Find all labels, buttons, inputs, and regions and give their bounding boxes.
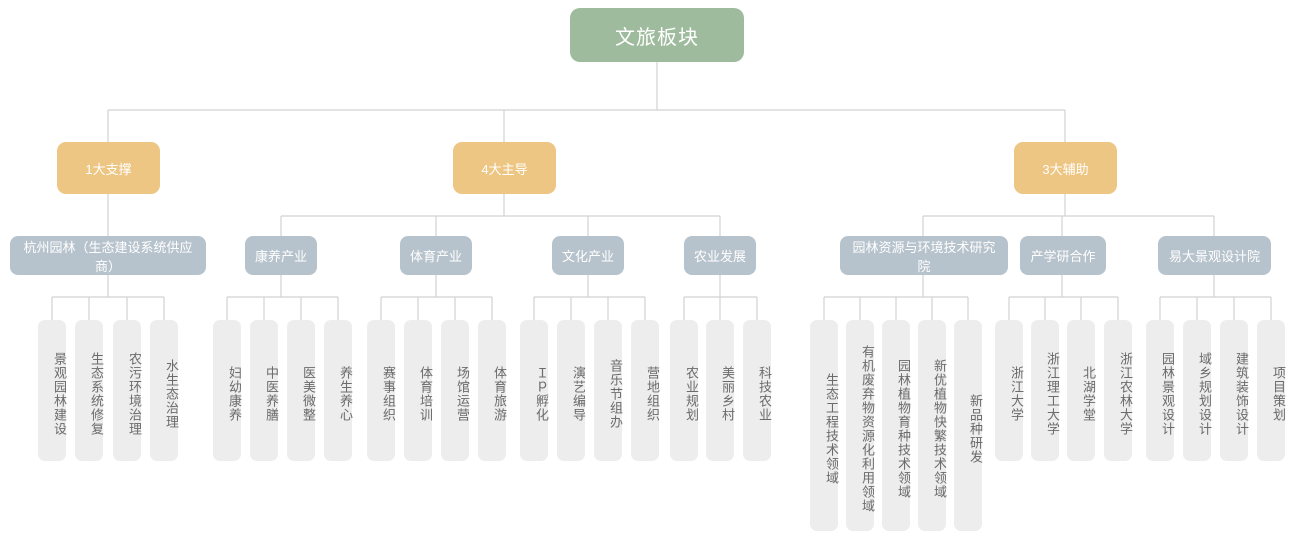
level2-node-3da-fuzhu[interactable]: 3大辅助 <box>1014 142 1117 194</box>
leaf-yimei-weizheng[interactable]: 医美微整 <box>287 320 316 461</box>
leaf-zhejiang-daxue[interactable]: 浙江大学 <box>995 320 1024 461</box>
root-node-wenlv-sector[interactable]: 文旅板块 <box>570 8 744 62</box>
level3-node-hangzhou-yuanlin[interactable]: 杭州园林（生态建设系统供应商） <box>10 236 206 275</box>
leaf-xinyou-zhiwu-kuaifan-jishu-lingyu[interactable]: 新优植物快繁技术领域 <box>918 320 947 531</box>
leaf-yangsheng-yangxin[interactable]: 养生养心 <box>324 320 353 461</box>
leaf-meili-xiangcun[interactable]: 美丽乡村 <box>706 320 735 461</box>
level2-node-1da-zhicheng[interactable]: 1大支撑 <box>57 142 160 194</box>
level3-node-yida-jingguan[interactable]: 易大景观设计院 <box>1158 236 1271 275</box>
leaf-yuanlin-zhiwu-yuzhong-jishu-lingyu[interactable]: 园林植物育种技术领域 <box>882 320 911 531</box>
leaf-yuanlin-jingguan-sheji[interactable]: 园林景观设计 <box>1146 320 1175 461</box>
leaf-yingdi-zuzhi[interactable]: 营地组织 <box>631 320 660 461</box>
leaf-xiangmu-cehua[interactable]: 项目策划 <box>1257 320 1286 461</box>
leaf-yanyi-biandao[interactable]: 演艺编导 <box>557 320 586 461</box>
leaf-jingguan-yuanlin-jianshe[interactable]: 景观园林建设 <box>38 320 67 461</box>
level3-node-wenhua-chanye[interactable]: 文化产业 <box>552 236 624 275</box>
leaf-youji-feiqiwu-ziyuanhua-liyong-lingyu[interactable]: 有机废弃物资源化利用领域 <box>846 320 875 531</box>
level3-node-yuanlin-yanjiuyuan[interactable]: 园林资源与环境技术研究院 <box>840 236 1008 275</box>
leaf-beihu-xuetang[interactable]: 北湖学堂 <box>1067 320 1096 461</box>
leaf-nongye-guihua[interactable]: 农业规划 <box>670 320 699 461</box>
leaf-jianzhu-zhuangshi-sheji[interactable]: 建筑装饰设计 <box>1220 320 1249 461</box>
leaf-tiyu-peixun[interactable]: 体育培训 <box>404 320 433 461</box>
leaf-saishi-zuzhi[interactable]: 赛事组织 <box>367 320 396 461</box>
leaf-nongwu-huanjing-zhili[interactable]: 农污环境治理 <box>113 320 142 461</box>
level3-node-kangyang-chanye[interactable]: 康养产业 <box>245 236 317 275</box>
leaf-shengtai-xitong-xiufu[interactable]: 生态系统修复 <box>75 320 104 461</box>
leaf-changguan-yunying[interactable]: 场馆运营 <box>441 320 470 461</box>
level3-node-chanxueyan-hezuo[interactable]: 产学研合作 <box>1020 236 1106 275</box>
leaf-ip-fuhua[interactable]: Ｉｐ孵化 <box>520 320 549 461</box>
level2-node-4da-zhudao[interactable]: 4大主导 <box>453 142 556 194</box>
leaf-xinpinzhong-yanfa[interactable]: 新品种研发 <box>954 320 983 531</box>
leaf-fuyou-kangyang[interactable]: 妇幼康养 <box>213 320 242 461</box>
level3-node-tiyu-chanye[interactable]: 体育产业 <box>400 236 472 275</box>
leaf-yinyuejie-zuban[interactable]: 音乐节组办 <box>594 320 623 461</box>
leaf-shui-shengtai-zhili[interactable]: 水生态治理 <box>150 320 179 461</box>
leaf-tiyu-lvyou[interactable]: 体育旅游 <box>478 320 507 461</box>
leaf-zhejiang-ligong-daxue[interactable]: 浙江理工大学 <box>1031 320 1060 461</box>
level3-node-nongye-fazhan[interactable]: 农业发展 <box>684 236 756 275</box>
leaf-shengtai-gongcheng-jishu-lingyu[interactable]: 生态工程技术领域 <box>810 320 839 531</box>
leaf-yuxiang-guihua-sheji[interactable]: 域乡规划设计 <box>1183 320 1212 461</box>
leaf-zhejiang-nonglin-daxue[interactable]: 浙江农林大学 <box>1104 320 1133 461</box>
leaf-zhongyi-yangshan[interactable]: 中医养膳 <box>250 320 279 461</box>
leaf-keji-nongye[interactable]: 科技农业 <box>743 320 772 461</box>
